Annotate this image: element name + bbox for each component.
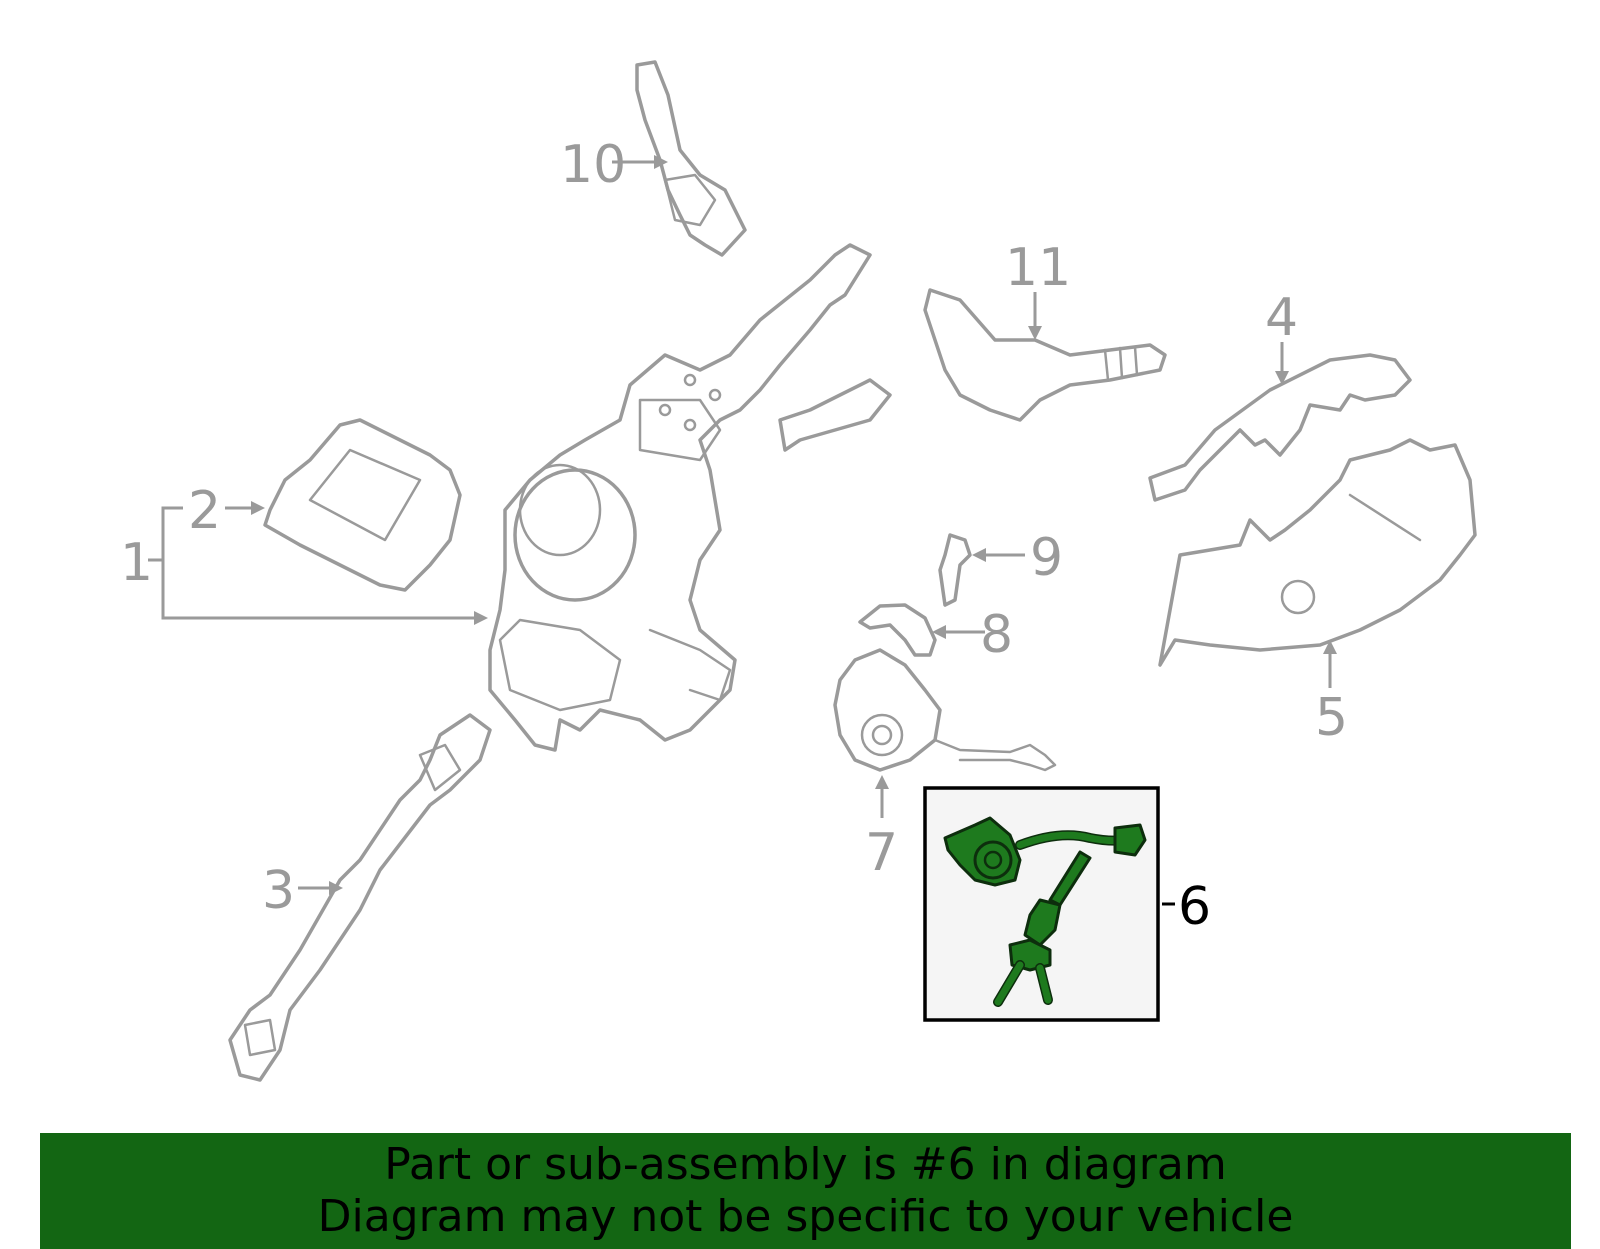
- part-5-lower-cover[interactable]: [1158, 438, 1477, 667]
- part-10-switch[interactable]: [635, 60, 747, 257]
- banner-line-2: Diagram may not be specific to your vehi…: [317, 1191, 1294, 1242]
- part-8-clamp[interactable]: [858, 603, 937, 657]
- callout-8: 8: [980, 605, 1013, 665]
- part-9-bolt[interactable]: [938, 533, 972, 607]
- callout-6: 6: [1178, 877, 1211, 937]
- parts-diagram: 10 11 4 5 2: [120, 60, 1477, 1082]
- callout-5: 5: [1315, 688, 1348, 748]
- part-6-highlight-box[interactable]: [923, 786, 1160, 1022]
- callout-7: 7: [865, 823, 898, 883]
- callout-10: 10: [560, 135, 626, 195]
- callout-3: 3: [262, 861, 295, 921]
- callout-1: 1: [120, 533, 153, 593]
- banner-line-1: Part or sub-assembly is #6 in diagram: [384, 1139, 1227, 1190]
- info-banner: Part or sub-assembly is #6 in diagram Di…: [40, 1133, 1571, 1249]
- callout-11: 11: [1005, 238, 1071, 298]
- part-11-combination-switch[interactable]: [923, 288, 1167, 422]
- part-3-intermediate-shaft[interactable]: [228, 713, 492, 1082]
- callout-9: 9: [1030, 528, 1063, 588]
- part-1-steering-column[interactable]: [488, 243, 892, 752]
- callout-2: 2: [188, 481, 221, 541]
- part-2-control-module[interactable]: [263, 418, 462, 592]
- part-4-upper-cover[interactable]: [1148, 353, 1412, 502]
- callout-4: 4: [1265, 288, 1298, 348]
- part-7-ignition-switch[interactable]: [833, 648, 1057, 772]
